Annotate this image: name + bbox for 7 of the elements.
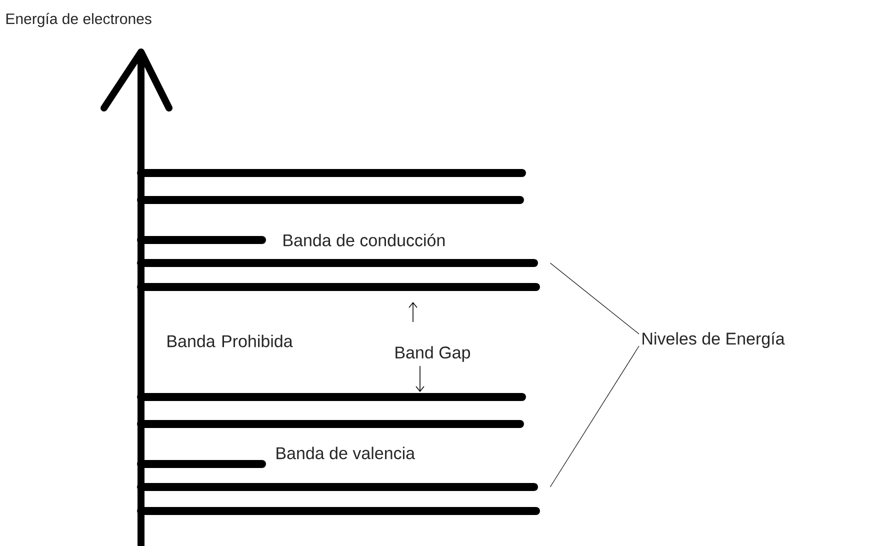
leader-line bbox=[550, 346, 640, 488]
leader-label: Niveles de Energía bbox=[642, 332, 785, 348]
region-label: Banda Prohibida bbox=[168, 334, 293, 348]
axis-title: Energía de electrones bbox=[6, 12, 152, 28]
band-label: Band Gap bbox=[396, 346, 470, 362]
leader-line bbox=[550, 262, 640, 334]
band-label: Banda de valencia bbox=[276, 446, 416, 460]
